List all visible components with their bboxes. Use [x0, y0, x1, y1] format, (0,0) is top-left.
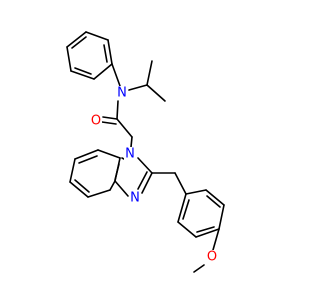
phenyl-ring [66, 31, 113, 80]
bond-inner [74, 67, 92, 75]
bond [69, 181, 89, 198]
bond [101, 121, 117, 125]
bond [66, 31, 87, 48]
bond [177, 221, 197, 238]
bond [146, 84, 166, 102]
bond [70, 70, 95, 80]
atom-n3-benzimidazole: N [129, 191, 141, 206]
bond [128, 84, 148, 91]
atom-label-n: N [125, 147, 135, 162]
bond [193, 264, 205, 273]
atom-o-carbonyl: O [90, 114, 102, 129]
methoxyphenyl-ring [177, 189, 225, 238]
bond [87, 189, 111, 198]
bond-inner [71, 36, 87, 49]
bond [93, 63, 113, 80]
atom-n1-benzimidazole: N [124, 147, 136, 162]
molecule-structure: N O N N O [66, 31, 225, 273]
bond [174, 172, 187, 195]
bond-inner [78, 155, 98, 164]
bond [146, 60, 153, 86]
bond-inner [206, 195, 221, 208]
atom-n-amide: N [116, 86, 128, 101]
bond [111, 63, 121, 87]
atom-label-n: N [117, 86, 127, 101]
bond [212, 228, 220, 251]
bond [109, 180, 116, 191]
bond [114, 180, 129, 197]
bond-inner [196, 226, 215, 233]
bond [177, 193, 187, 223]
structure-canvas: N O N N O [66, 31, 225, 273]
bond [116, 118, 133, 138]
bond [205, 189, 225, 206]
atom-label-o: O [207, 250, 217, 265]
bond [107, 39, 113, 65]
bond [97, 149, 121, 159]
bond-inner [74, 179, 90, 193]
bond [102, 116, 118, 120]
bond [85, 31, 109, 41]
bond [121, 157, 125, 160]
bond [195, 228, 220, 238]
bond [66, 46, 72, 72]
atom-o-methoxy: O [206, 250, 218, 265]
atom-label-n: N [130, 191, 140, 206]
bond [130, 136, 133, 148]
atom-label-o: O [91, 114, 101, 129]
bond [116, 100, 119, 120]
bond [185, 189, 207, 195]
bond [218, 204, 225, 230]
bond [74, 149, 99, 160]
bond [69, 158, 76, 183]
bond [141, 172, 153, 194]
bond-inner [103, 44, 108, 63]
bond [137, 157, 153, 174]
benzo-ring [69, 149, 121, 198]
bond-inner [114, 163, 120, 181]
bond-inner [137, 171, 148, 190]
bond-inner [182, 199, 190, 220]
